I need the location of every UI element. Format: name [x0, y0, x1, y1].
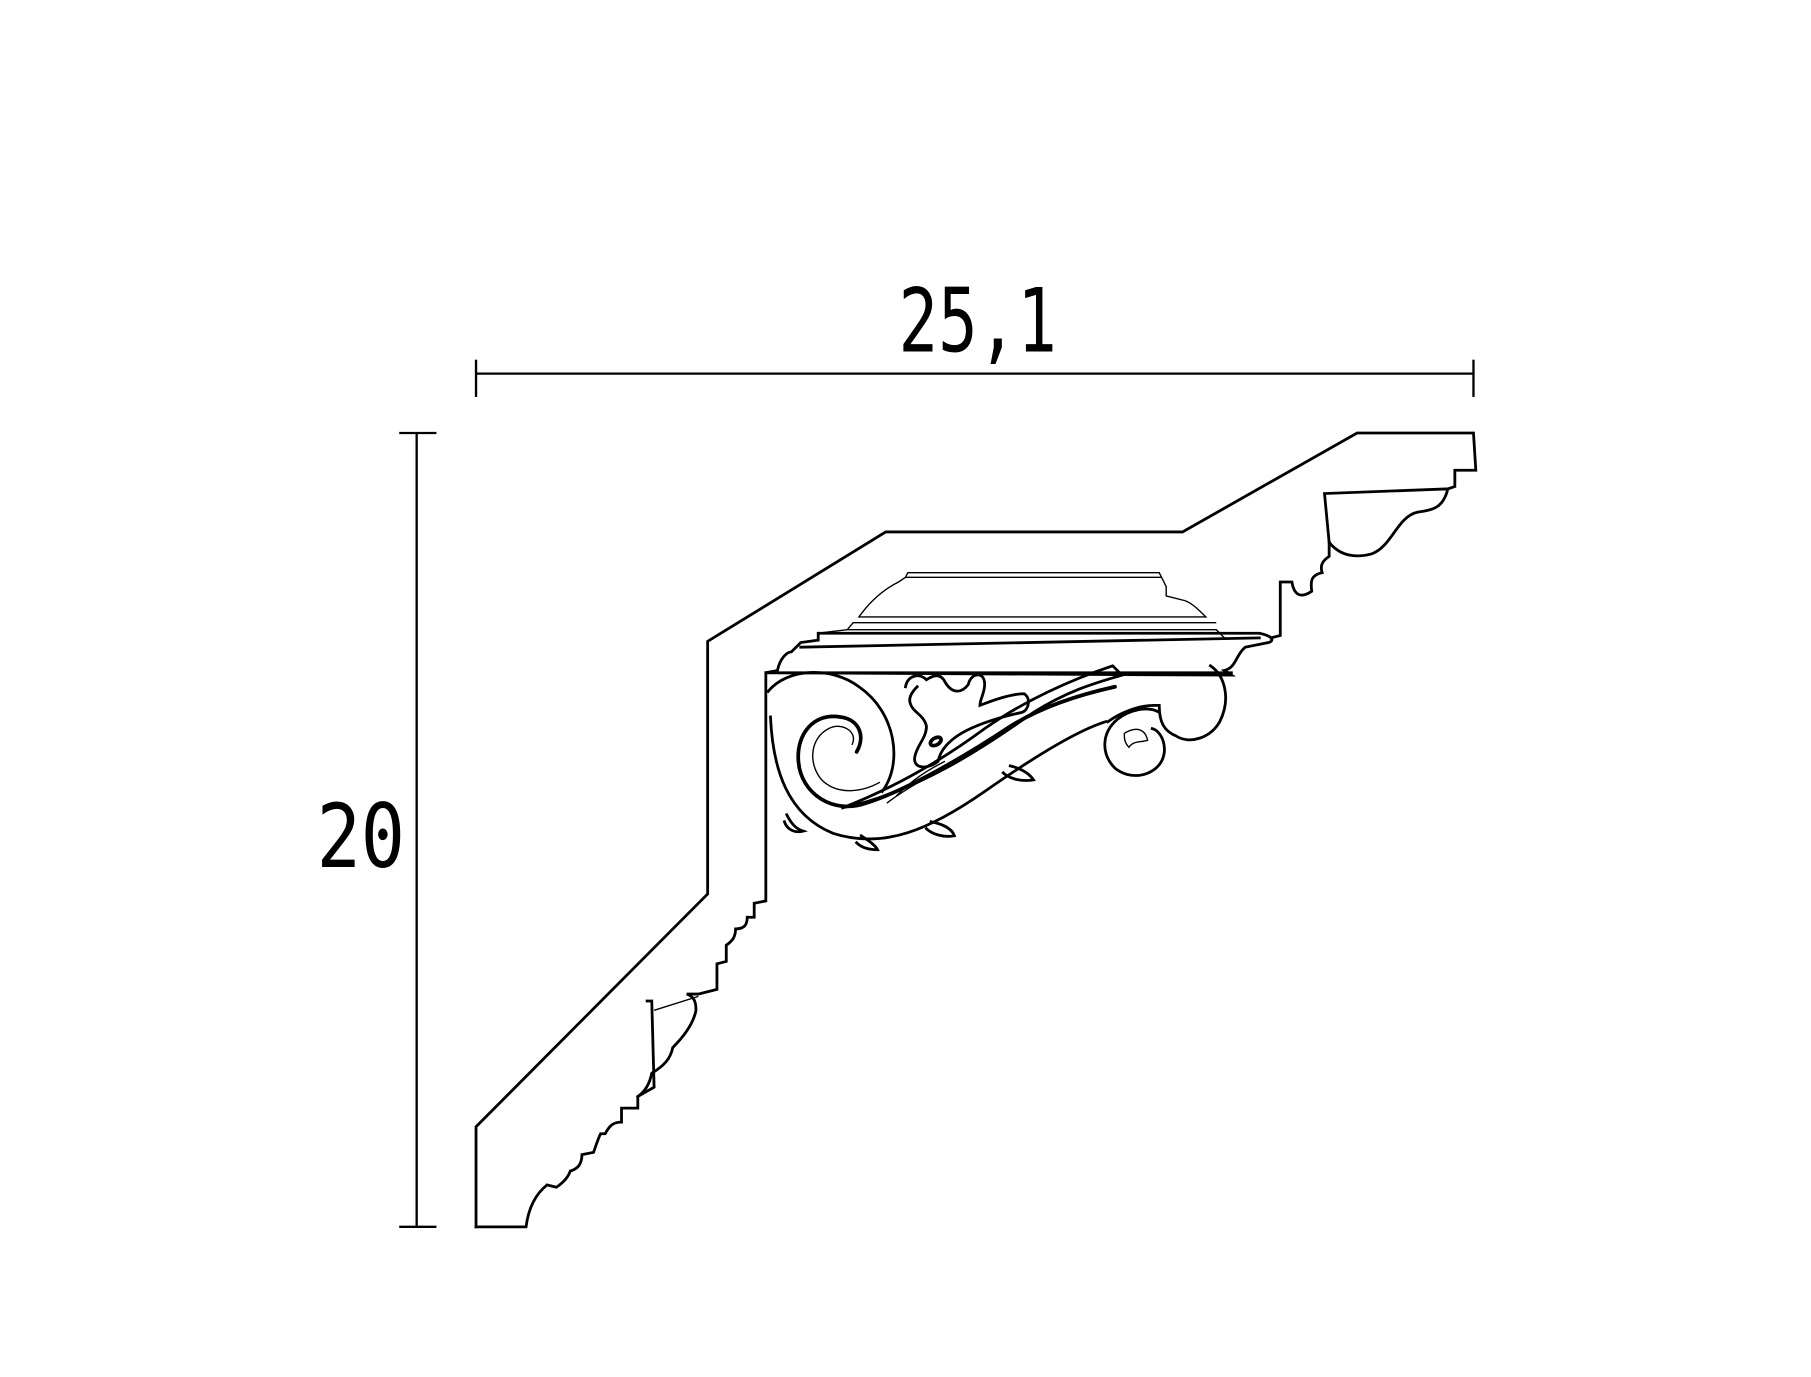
height-dimension-label: 20 [317, 785, 405, 888]
molding-outer-profile [474, 431, 1478, 1229]
crown-cap [765, 571, 1274, 677]
height-dimension: 20 [317, 431, 437, 1229]
width-dimension-label: 25,1 [899, 270, 1057, 373]
acanthus-scroll-ornament [764, 663, 1233, 852]
width-dimension: 25,1 [474, 270, 1475, 397]
